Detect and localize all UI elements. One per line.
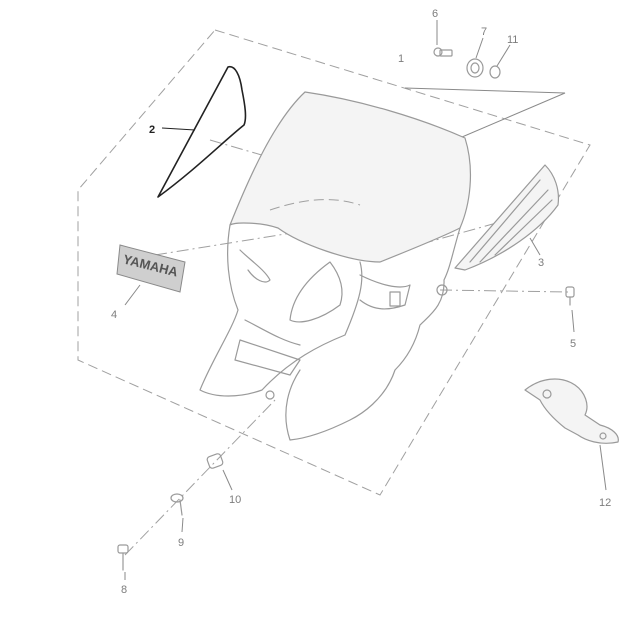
callout-4: 4 [111, 309, 117, 321]
callout-4-leader [124, 284, 141, 306]
side-cover [454, 164, 560, 271]
callout-10-leader [222, 469, 233, 491]
callout-9-leader [181, 517, 184, 533]
callout-11: 11 [507, 34, 518, 46]
callout-2-leader [161, 127, 196, 131]
callout-5-leader [571, 309, 575, 333]
callout-5: 5 [570, 338, 576, 350]
bolt-5 [565, 286, 575, 306]
callout-11-leader [496, 44, 511, 67]
callout-9: 9 [178, 537, 184, 549]
collar-11 [489, 65, 501, 79]
callout-12: 12 [599, 497, 611, 509]
callout-8: 8 [121, 584, 127, 596]
callout-6: 6 [432, 8, 438, 20]
axis-emblem [154, 229, 311, 256]
grommet-7 [466, 58, 484, 78]
assembly-boundary [77, 29, 591, 496]
screw-6 [433, 47, 453, 57]
callout-1: 1 [398, 53, 404, 65]
bolt-8 [117, 544, 129, 571]
windscreen [157, 66, 247, 198]
bolt-9 [170, 493, 184, 516]
callout-12-leader [599, 444, 607, 491]
nut-10 [206, 453, 224, 469]
callout-3: 3 [538, 257, 544, 269]
callout-1-leader [404, 87, 566, 141]
callout-2: 2 [149, 124, 155, 136]
callout-7-leader [475, 37, 484, 59]
bracket-12 [524, 378, 619, 444]
axis-bolt-5 [439, 289, 571, 293]
axis-lower-bolts [124, 399, 276, 556]
yamaha-emblem: YAMAHA [116, 244, 186, 293]
callout-10: 10 [229, 494, 241, 506]
callout-3-leader [529, 237, 541, 256]
headlight-cowling [199, 91, 472, 441]
callout-7: 7 [481, 26, 487, 38]
